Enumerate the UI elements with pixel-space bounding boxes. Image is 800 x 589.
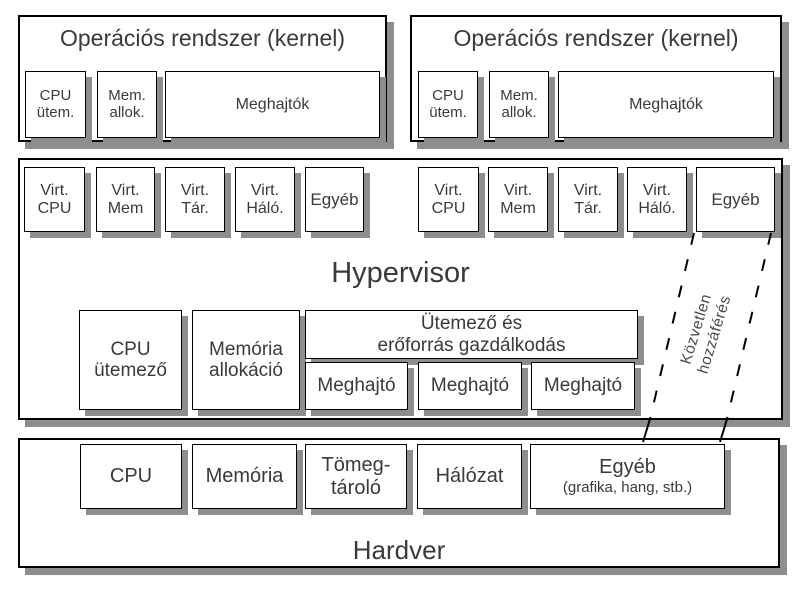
hv-driver-box-1: Meghajtó bbox=[305, 362, 408, 410]
hv-resource-management-box: Ütemező és erőforrás gazdálkodás bbox=[305, 310, 638, 359]
os-drivers-box-right: Meghajtók bbox=[558, 71, 774, 138]
os-memory-allocator-box-right: Mem. allok. bbox=[489, 71, 549, 138]
hw-other-label: Egyéb bbox=[599, 456, 656, 479]
os-kernel-title-left: Operációs rendszer (kernel) bbox=[59, 25, 346, 51]
hv-driver-box-2: Meghajtó bbox=[418, 362, 522, 410]
hw-memory-box: Memória bbox=[192, 444, 297, 509]
os-cpu-scheduler-box-left: CPU ütem. bbox=[25, 71, 86, 138]
hv-driver-box-3: Meghajtó bbox=[531, 362, 635, 410]
os-kernel-box-right: Operációs rendszer (kernel) CPU ütem. Me… bbox=[410, 15, 782, 142]
virt-other-box-left: Egyéb bbox=[305, 167, 364, 232]
hypervisor-title: Hypervisor bbox=[331, 257, 470, 289]
os-drivers-box-left: Meghajtók bbox=[165, 71, 380, 138]
hardware-title: Hardver bbox=[352, 535, 446, 565]
hv-memory-allocation-box: Memória allokáció bbox=[192, 310, 300, 410]
os-kernel-title-right: Operációs rendszer (kernel) bbox=[453, 25, 739, 51]
virt-cpu-box-right: Virt. CPU bbox=[418, 167, 479, 232]
hw-storage-box: Tömeg- tároló bbox=[305, 444, 407, 509]
hw-other-box: Egyéb (grafika, hang, stb.) bbox=[530, 444, 725, 509]
os-cpu-scheduler-box-right: CPU ütem. bbox=[418, 71, 478, 138]
virt-mem-box-left: Virt. Mem bbox=[96, 167, 155, 232]
virt-network-box-right: Virt. Háló. bbox=[627, 167, 687, 232]
os-kernel-box-left: Operációs rendszer (kernel) CPU ütem. Me… bbox=[18, 15, 387, 142]
virt-storage-box-right: Virt. Tár. bbox=[558, 167, 618, 232]
virt-network-box-left: Virt. Háló. bbox=[235, 167, 295, 232]
hw-other-sublabel: (grafika, hang, stb.) bbox=[562, 479, 693, 497]
virt-other-box-right: Egyéb bbox=[696, 167, 775, 232]
hv-cpu-scheduler-box: CPU ütemező bbox=[79, 310, 182, 410]
hw-network-box: Hálózat bbox=[417, 444, 522, 509]
os-memory-allocator-box-left: Mem. allok. bbox=[97, 71, 157, 138]
virt-storage-box-left: Virt. Tár. bbox=[165, 167, 225, 232]
virt-cpu-box-left: Virt. CPU bbox=[24, 167, 85, 232]
hw-cpu-box: CPU bbox=[80, 444, 182, 509]
hardware-box: Hardver CPU Memória Tömeg- tároló Hálóza… bbox=[18, 438, 780, 568]
virt-mem-box-right: Virt. Mem bbox=[488, 167, 548, 232]
hypervisor-box: Hypervisor Virt. CPU Virt. Mem Virt. Tár… bbox=[18, 158, 783, 420]
